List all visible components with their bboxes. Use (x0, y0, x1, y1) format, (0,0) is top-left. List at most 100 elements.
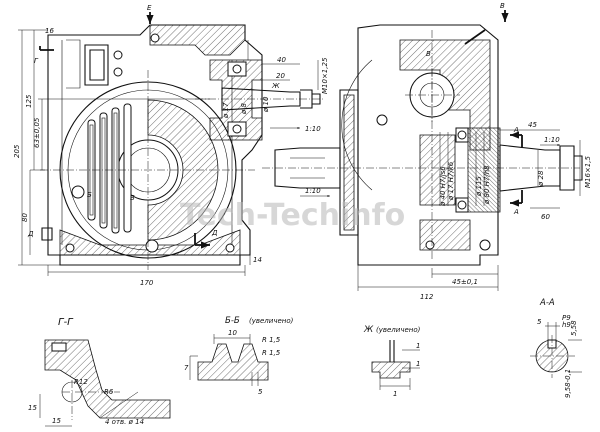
front-label-D: Д (27, 230, 34, 238)
zh-dims (379, 349, 420, 390)
side-input-shaft (274, 147, 341, 189)
aa-dims (545, 322, 582, 373)
zh-dim-1a: 1 (416, 342, 420, 350)
side-bolt-2 (479, 239, 491, 251)
zh-note: (увеличено) (376, 326, 421, 334)
side-ball-2 (457, 200, 467, 210)
side-dim-45: 45 (528, 121, 537, 129)
labels: Е Г 170 205 125 63±0,05 80 16 14 40 20 М… (13, 2, 592, 426)
aa-dim-958: 9,58-0,1 (564, 369, 572, 398)
front-bolt-5 (145, 239, 159, 253)
detail-GG (39, 339, 171, 427)
side-dim-60: 60 (541, 213, 550, 221)
side-gear-hatch-left (419, 134, 456, 206)
bb-profile (197, 343, 269, 381)
side-view-mark-2: В (426, 50, 431, 58)
front-bolt-3 (150, 33, 160, 43)
front-taper: 1:10 (305, 125, 321, 133)
front-section-mark-top: Е (147, 4, 152, 12)
bb-r15a: R 1,5 (262, 336, 281, 344)
side-dia-1: ø 40 H7/js6 (439, 166, 447, 207)
side-section-A-2: А (513, 208, 519, 216)
front-bolt-6 (65, 243, 75, 253)
front-dim-top: 16 (45, 27, 54, 35)
bb-dim-7: 7 (184, 364, 189, 372)
aa-p9: P9 (562, 314, 571, 322)
side-dia-3: ø 115 (475, 176, 483, 197)
front-dim-width: 170 (140, 279, 154, 287)
side-taper-left: 1:10 (305, 187, 321, 195)
front-bolt-7 (225, 243, 235, 253)
gg-plug (51, 342, 67, 352)
gg-r6: R6 (104, 388, 114, 396)
front-label-Zh: Ж (271, 82, 280, 90)
ball-1 (232, 64, 242, 74)
front-bolt-4 (71, 185, 85, 199)
bb-dim-5: 5 (258, 388, 263, 396)
side-dimensions (300, 129, 581, 291)
side-view (262, 10, 583, 291)
front-label-B2: Б (130, 194, 135, 202)
zh-title: Ж (363, 325, 374, 335)
bb-dims (189, 334, 259, 386)
front-dia-1: ø 17 (222, 102, 230, 119)
side-input-key (290, 157, 325, 179)
gg-dim-15b: 15 (52, 417, 61, 425)
aa-axis (530, 335, 575, 378)
side-dia-4: ø 80 H7/h8 (483, 165, 491, 205)
front-dim-20: 20 (276, 72, 285, 80)
front-thread: М10×1,25 (321, 57, 329, 94)
front-bolt-1 (113, 50, 123, 60)
aa-h9: h9 (562, 321, 571, 329)
bb-title: Б-Б (225, 316, 240, 326)
front-top-left-plug (39, 46, 54, 51)
front-dimensions (18, 29, 319, 276)
front-dim-lower: 80 (21, 213, 29, 222)
gg-centerline (62, 380, 120, 420)
cooling-fins (87, 103, 132, 234)
detail-BB (189, 334, 269, 386)
ball-2 (232, 124, 242, 134)
front-dia-2: ø 8 (240, 102, 248, 115)
side-dim-width: 112 (420, 293, 434, 301)
watermark: Tech-Techinfo (180, 198, 405, 233)
front-dia-shaft: ø 10 (262, 96, 270, 113)
front-cover-notch (66, 39, 81, 89)
side-thread: М16×1,5 (584, 156, 592, 188)
bb-dim-10: 10 (228, 329, 237, 337)
gg-title: Г-Г (58, 317, 74, 328)
front-label-D2: Д (211, 229, 218, 237)
gg-holes: 4 отв. ø 14 (105, 418, 144, 426)
side-flange-hatch (343, 94, 355, 231)
front-lower-hatch (59, 229, 241, 256)
side-cover-arc (341, 59, 373, 191)
front-upper-boss (84, 44, 109, 86)
front-view (18, 12, 325, 276)
aa-dim-58: 5,58 (570, 320, 578, 336)
side-taper-top: 1:10 (544, 136, 560, 144)
zh-dim-1c: 1 (393, 390, 397, 398)
side-section-A-1: А (513, 126, 519, 134)
front-bolt-2 (113, 67, 123, 77)
aa-title: А-А (539, 298, 555, 308)
side-bolt-3 (425, 240, 435, 250)
bb-r15b: R 1,5 (262, 349, 281, 357)
gg-dims (39, 391, 139, 427)
aa-dim-5: 5 (537, 318, 542, 326)
gg-outline (44, 339, 171, 419)
zh-profile (371, 361, 411, 379)
side-dia-5: ø 28 (537, 170, 545, 187)
zh-fin (389, 340, 395, 362)
front-dim-foot: 14 (253, 256, 262, 264)
side-dim-offset: 45±0,1 (452, 278, 478, 286)
front-top-flange (149, 24, 246, 56)
detail-AA (530, 322, 582, 378)
front-dim-axis: 63±0,05 (33, 117, 41, 148)
zh-dim-1b: 1 (416, 360, 420, 368)
bb-note: (увеличено) (249, 317, 294, 325)
front-label-B1: Б (87, 191, 92, 199)
side-bolt-1 (376, 114, 388, 126)
front-dim-total-height: 205 (13, 144, 21, 158)
